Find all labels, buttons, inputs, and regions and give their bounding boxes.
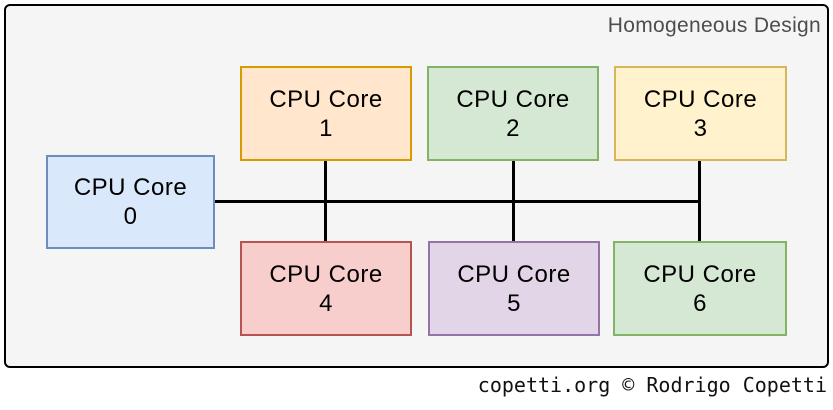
core-number: 6 [693, 289, 707, 317]
bus-vertical-line-3 [698, 160, 701, 242]
bus-horizontal-line [215, 200, 701, 203]
core-number: 5 [507, 289, 521, 317]
core-box-6: CPU Core 6 [613, 241, 787, 336]
core-label: CPU Core [269, 85, 383, 113]
core-label: CPU Core [643, 85, 758, 113]
core-box-3: CPU Core 3 [614, 66, 787, 161]
core-box-5: CPU Core 5 [428, 241, 600, 336]
core-label: CPU Core [457, 260, 571, 288]
core-box-4: CPU Core 4 [240, 241, 412, 336]
core-label: CPU Core [73, 174, 188, 201]
core-label: CPU Core [269, 260, 383, 288]
core-box-2: CPU Core 2 [427, 66, 599, 161]
core-label: CPU Core [456, 85, 570, 113]
core-box-0: CPU Core 0 [46, 155, 215, 249]
bus-vertical-line-1 [324, 160, 327, 242]
bus-vertical-line-2 [512, 160, 515, 242]
core-number: 4 [319, 289, 333, 317]
core-number: 1 [319, 114, 333, 142]
core-box-1: CPU Core 1 [240, 66, 412, 161]
core-label: CPU Core [643, 260, 757, 288]
attribution-text: copetti.org © Rodrigo Copetti [477, 373, 827, 397]
core-number: 3 [693, 114, 708, 142]
core-number: 0 [123, 203, 138, 230]
core-number: 2 [506, 114, 520, 142]
diagram-title: Homogeneous Design [607, 14, 821, 37]
